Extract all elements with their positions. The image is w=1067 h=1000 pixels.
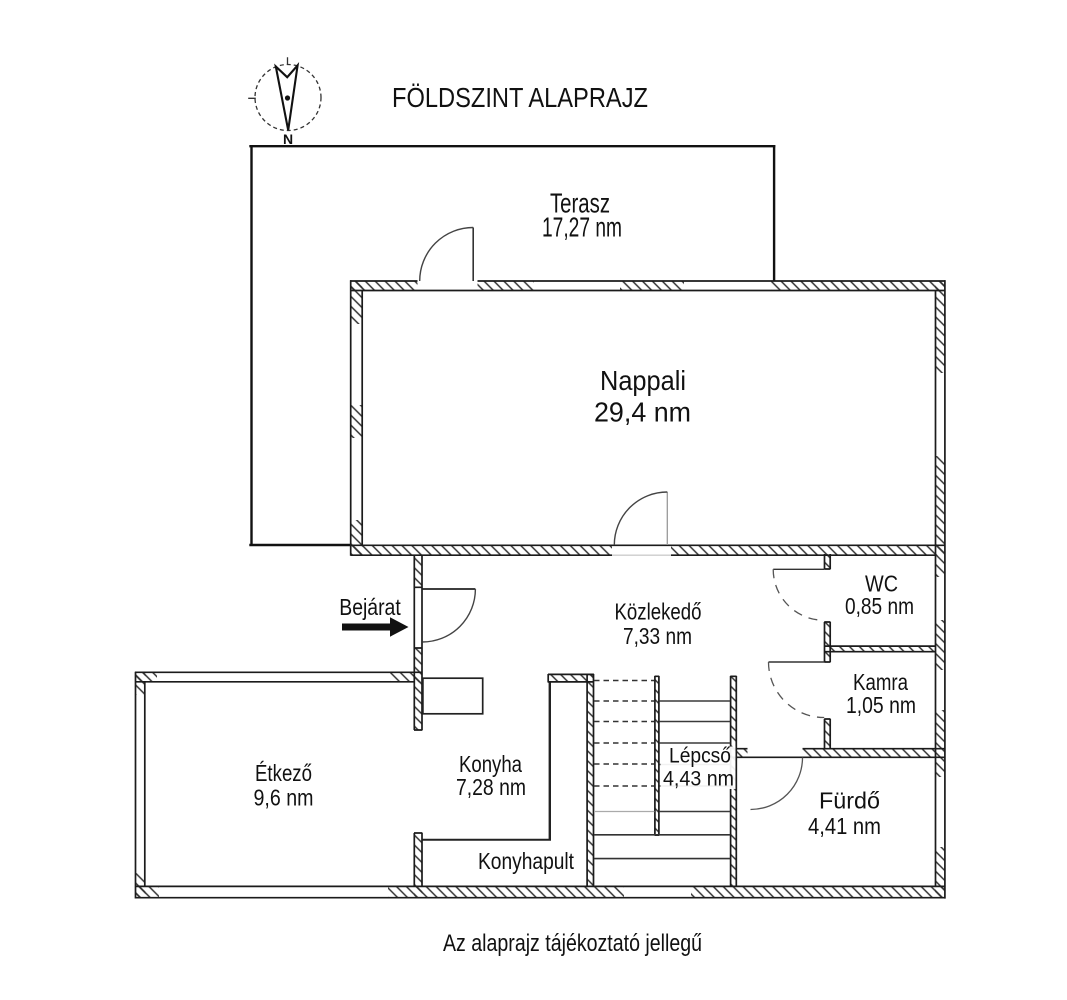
- svg-text:WC: WC: [865, 571, 898, 597]
- svg-text:9,6 nm: 9,6 nm: [254, 785, 314, 811]
- svg-text:4,43 nm: 4,43 nm: [663, 767, 734, 791]
- svg-text:Lépcső: Lépcső: [669, 744, 731, 768]
- svg-text:Étkező: Étkező: [255, 760, 312, 786]
- svg-text:17,27 nm: 17,27 nm: [542, 212, 622, 243]
- svg-text:7,33 nm: 7,33 nm: [623, 623, 692, 649]
- svg-text:N: N: [283, 131, 293, 147]
- svg-text:7,28 nm: 7,28 nm: [456, 774, 526, 800]
- svg-text:4,41 nm: 4,41 nm: [808, 813, 881, 839]
- svg-text:Közlekedő: Közlekedő: [615, 599, 702, 625]
- svg-text:Kamra: Kamra: [853, 669, 909, 695]
- svg-text:Nappali: Nappali: [600, 365, 686, 396]
- svg-text:29,4 nm: 29,4 nm: [594, 397, 691, 428]
- svg-text:Az alaprajz tájékoztató jelleg: Az alaprajz tájékoztató jellegű: [443, 930, 702, 957]
- svg-text:FÖLDSZINT ALAPRAJZ: FÖLDSZINT ALAPRAJZ: [392, 82, 648, 113]
- svg-text:Terasz: Terasz: [550, 188, 610, 219]
- svg-text:0,85 nm: 0,85 nm: [845, 593, 914, 619]
- svg-text:1,05 nm: 1,05 nm: [846, 692, 916, 718]
- svg-text:Fürdő: Fürdő: [819, 788, 880, 814]
- svg-text:Konyha: Konyha: [459, 751, 523, 777]
- svg-text:Bejárat: Bejárat: [339, 594, 401, 620]
- svg-text:Konyhapult: Konyhapult: [478, 848, 574, 874]
